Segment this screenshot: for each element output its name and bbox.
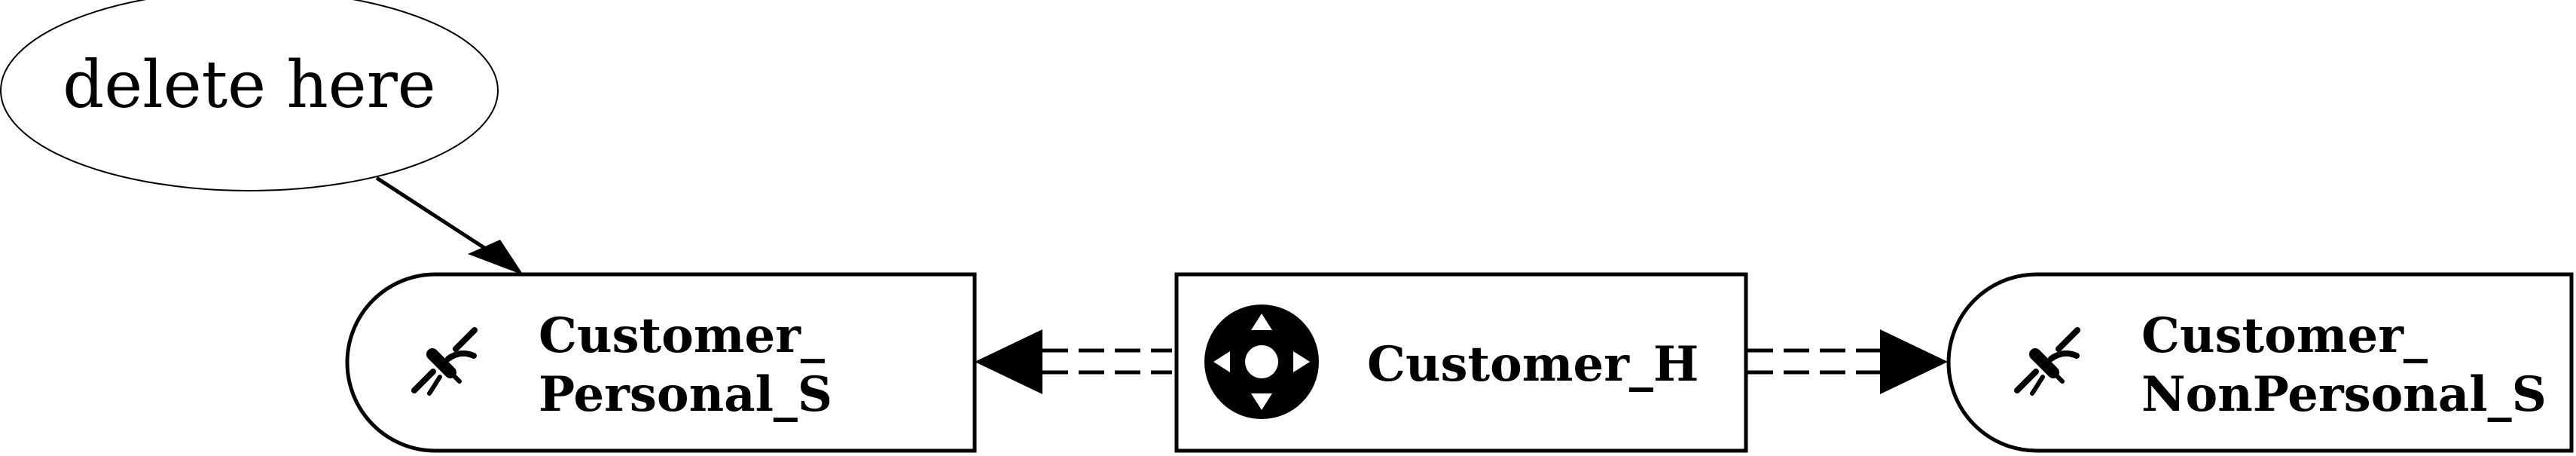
left-satellite-line-2: Personal_S (539, 366, 832, 423)
satellite-box-left (345, 272, 977, 453)
note-text: delete here (63, 47, 435, 123)
edge-note-to-left-satellite (375, 176, 523, 275)
node-customer-personal-s[interactable]: Customer_ Personal_S (345, 272, 977, 453)
hub-label: Customer_H (1367, 336, 1699, 393)
note-arrowhead (468, 240, 523, 275)
right-satellite-line-2: NonPersonal_S (2141, 366, 2547, 423)
edge-hub-to-right-satellite (1747, 329, 1948, 394)
edge-hub-to-left-satellite (975, 329, 1172, 394)
node-customer-nonpersonal-s[interactable]: Customer_ NonPersonal_S (1946, 272, 2574, 453)
hub-icon (1204, 305, 1319, 419)
right-satellite-line-1: Customer_ (2141, 308, 2428, 364)
node-customer-h[interactable]: Customer_H (1174, 272, 1748, 453)
left-double-arrowhead (975, 329, 1042, 394)
satellite-box-right (1946, 272, 2574, 453)
right-double-arrowhead (1880, 329, 1948, 394)
left-satellite-line-1: Customer_ (539, 308, 825, 364)
note-delete-here[interactable]: delete here (0, 0, 499, 191)
note-ellipse (0, 0, 499, 191)
